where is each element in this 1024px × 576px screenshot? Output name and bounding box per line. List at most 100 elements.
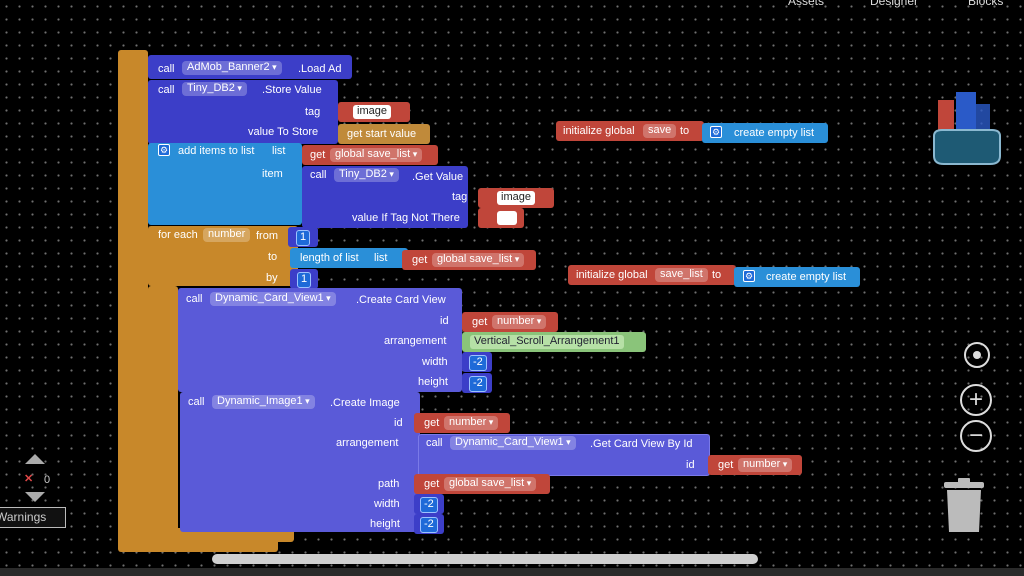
create-image-method: .Create Image (330, 397, 400, 409)
gear-icon[interactable]: ⚙ (710, 126, 722, 138)
warning-up-arrow-icon[interactable] (25, 454, 45, 464)
warnings-toggle-button[interactable] (0, 507, 66, 528)
get-card-view-method: .Get Card View By Id (590, 438, 693, 450)
for-each-block[interactable] (148, 226, 298, 286)
text-image-value[interactable]: image (497, 191, 535, 205)
tag-label: tag (305, 106, 321, 118)
get-start-value-block[interactable] (338, 124, 430, 144)
to-label: to (680, 125, 690, 137)
number-from-value[interactable]: 1 (296, 230, 311, 246)
init-global-save-block[interactable] (556, 121, 704, 141)
horizontal-scrollbar[interactable] (212, 554, 758, 564)
id-label: id (394, 417, 403, 429)
gear-icon[interactable]: ⚙ (743, 270, 755, 282)
path-label: path (378, 478, 400, 490)
call-label: call (158, 63, 175, 75)
by-label: by (266, 272, 278, 284)
number-variable-dropdown[interactable]: number (444, 416, 499, 430)
admob-component-dropdown[interactable]: AdMob_Banner2 (182, 61, 282, 75)
number-variable-dropdown[interactable]: number (492, 315, 547, 329)
length-of-list-label: length of list (300, 252, 359, 264)
global-save-list-dropdown[interactable]: global save_list (330, 148, 423, 162)
tab-blocks[interactable]: Blocks (968, 0, 1004, 8)
id-label: id (686, 459, 695, 471)
height-value[interactable]: -2 (420, 517, 438, 533)
error-icon: ✕ (24, 473, 34, 485)
value-if-tag-label: value If Tag Not There (352, 212, 460, 224)
number-variable-dropdown[interactable]: number (738, 458, 793, 472)
bottom-bar (0, 568, 1024, 576)
list-label: list (272, 145, 286, 157)
arrangement-label: arrangement (384, 335, 447, 347)
empty-text-value[interactable] (497, 211, 517, 225)
global-save-list-dropdown[interactable]: global save_list (432, 253, 525, 267)
text-image-value[interactable]: image (353, 105, 391, 119)
warnings-label: Warnings (0, 510, 47, 524)
gear-icon[interactable]: ⚙ (158, 144, 170, 156)
create-card-view-method: .Create Card View (356, 294, 446, 306)
global-save-list-dropdown[interactable]: global save_list (444, 477, 537, 491)
tinydb-component-dropdown[interactable]: Tiny_DB2 (182, 82, 247, 96)
card-view-component-dropdown[interactable]: Dynamic_Card_View1 (450, 436, 576, 450)
get-label: get (412, 254, 428, 266)
width-label: width (374, 498, 400, 510)
call-label: call (310, 169, 327, 181)
init-global-label: initialize global (563, 125, 635, 137)
add-items-label: add items to list (178, 145, 255, 157)
for-each-body-wall (148, 286, 178, 536)
tab-designer[interactable]: Designer (870, 0, 919, 8)
length-of-list-block[interactable] (290, 248, 408, 268)
backpack-icon[interactable] (930, 90, 1004, 166)
warning-count: 0 (44, 474, 51, 486)
add-items-to-list-block[interactable] (148, 143, 302, 225)
card-view-component-dropdown[interactable]: Dynamic_Card_View1 (210, 292, 336, 306)
to-label: to (268, 251, 278, 263)
dynamic-image-component-dropdown[interactable]: Dynamic_Image1 (212, 395, 315, 409)
get-label: get (472, 316, 488, 328)
create-empty-list-label: create empty list (734, 127, 815, 139)
event-block-outer[interactable] (118, 50, 148, 550)
recenter-icon[interactable] (964, 342, 990, 368)
width-label: width (422, 356, 448, 368)
value-to-store-label: value To Store (248, 126, 319, 138)
create-image-block[interactable] (180, 392, 420, 532)
arrangement-label: arrangement (336, 437, 399, 449)
call-label: call (426, 437, 443, 449)
width-value[interactable]: -2 (420, 497, 438, 513)
global-save-name[interactable]: save (643, 124, 677, 138)
zoom-out-icon[interactable]: − (960, 420, 992, 452)
height-value[interactable]: -2 (469, 376, 487, 392)
height-label: height (370, 518, 400, 530)
for-each-label: for each (158, 229, 198, 241)
id-label: id (440, 315, 449, 327)
width-value[interactable]: -2 (469, 355, 487, 371)
call-label: call (188, 396, 205, 408)
from-label: from (256, 230, 278, 242)
init-global-save-list-block[interactable] (568, 265, 736, 285)
zoom-in-icon[interactable]: + (960, 384, 992, 416)
create-empty-list-block[interactable] (702, 123, 828, 143)
get-label: get (718, 459, 734, 471)
for-each-variable[interactable]: number (203, 228, 251, 242)
load-ad-method: .Load Ad (298, 63, 342, 75)
tab-assets[interactable]: Assets (788, 0, 825, 8)
list-label: list (374, 252, 388, 264)
tag-label: tag (452, 191, 468, 203)
height-label: height (418, 376, 448, 388)
global-save-list-name[interactable]: save_list (655, 268, 708, 282)
get-label: get (310, 149, 326, 161)
tinydb-component-dropdown[interactable]: Tiny_DB2 (334, 168, 399, 182)
get-label: get (424, 478, 440, 490)
warning-down-arrow-icon[interactable] (25, 492, 45, 502)
create-empty-list-block[interactable] (734, 267, 860, 287)
item-label: item (262, 168, 283, 180)
trash-icon[interactable] (942, 478, 986, 534)
store-value-method: .Store Value (262, 84, 322, 96)
get-label: get (424, 417, 440, 429)
get-value-method: .Get Value (412, 171, 464, 183)
vsa-component-value[interactable]: Vertical_Scroll_Arrangement1 (470, 335, 624, 349)
number-by-value[interactable]: 1 (297, 272, 312, 288)
create-empty-list-label: create empty list (766, 271, 847, 283)
init-global-label: initialize global (576, 269, 648, 281)
call-label: call (186, 293, 203, 305)
